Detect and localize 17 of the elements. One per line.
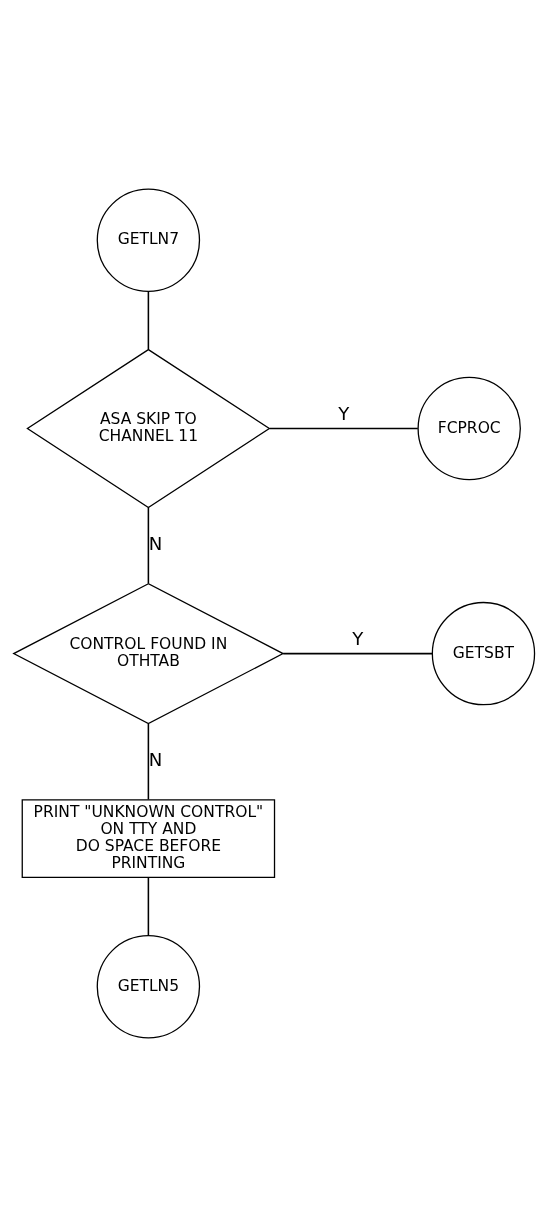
node-diamond: ASA SKIP TO CHANNEL 11 bbox=[26, 348, 271, 508]
connector bbox=[147, 722, 150, 800]
edge-label: N bbox=[148, 748, 163, 770]
node-diamond: CONTROL FOUND IN OTHTAB bbox=[12, 582, 285, 724]
connector bbox=[282, 652, 433, 654]
node-box: PRINT "UNKNOWN CONTROL" ON TTY AND DO SPACE BEFORE PRINTING bbox=[21, 798, 276, 878]
edge-label: N bbox=[148, 532, 163, 554]
connector bbox=[268, 427, 419, 429]
connector bbox=[147, 876, 150, 936]
edge-label: Y bbox=[338, 402, 350, 424]
node-circle: GETLN5 bbox=[96, 934, 201, 1038]
connector bbox=[147, 290, 150, 350]
node-circle: GETLN7 bbox=[96, 188, 201, 292]
node-circle: GETSBT bbox=[431, 601, 536, 705]
node-circle: FCPROC bbox=[417, 376, 521, 480]
connector bbox=[147, 506, 150, 584]
edge-label: Y bbox=[352, 627, 364, 649]
